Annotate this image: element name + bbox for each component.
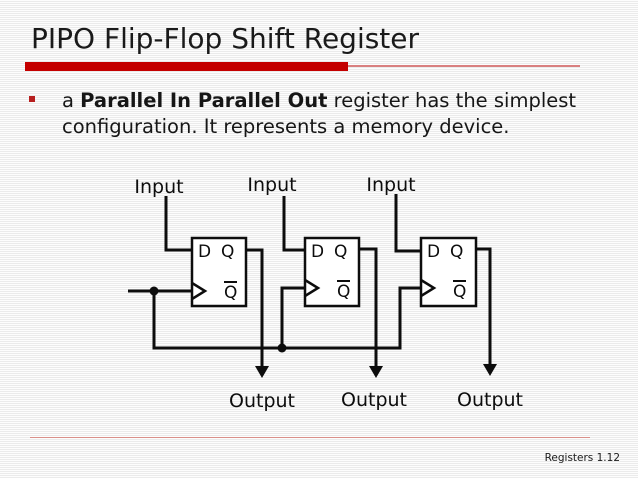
arrowhead-output-2 bbox=[369, 366, 383, 378]
ff1-q-label: Q bbox=[221, 242, 235, 262]
output-label-3: Output bbox=[457, 389, 523, 411]
arrowhead-output-3 bbox=[483, 364, 497, 376]
clock-triangle-2 bbox=[304, 278, 321, 298]
title-accent-bar bbox=[25, 62, 348, 71]
ff1-qbar-label: Q bbox=[224, 281, 238, 303]
wire-output-1 bbox=[246, 248, 264, 369]
clock-triangle-3 bbox=[420, 278, 437, 298]
ff2-d-label: D bbox=[311, 242, 325, 262]
bullet-line-2: configuration. It represents a memory de… bbox=[62, 115, 510, 138]
bullet-marker bbox=[29, 96, 35, 102]
input-label-3: Input bbox=[366, 174, 416, 196]
title-thin-rule bbox=[348, 65, 580, 67]
wire-output-3 bbox=[476, 247, 492, 367]
footer-rule bbox=[30, 437, 590, 438]
output-label-1: Output bbox=[229, 390, 295, 412]
bullet-bold-phrase: Parallel In Parallel Out bbox=[80, 89, 328, 112]
ff2-q-label: Q bbox=[334, 242, 348, 262]
arrowhead-output-1 bbox=[255, 366, 269, 378]
input-label-1: Input bbox=[134, 176, 184, 198]
wire-input-1 bbox=[164, 196, 192, 252]
ff2-qbar-label: Q bbox=[337, 280, 351, 302]
bullet-paragraph: a Parallel In Parallel Out register has … bbox=[62, 88, 612, 140]
ff3-qbar-label: Q bbox=[453, 280, 467, 302]
input-label-2: Input bbox=[247, 174, 297, 196]
wire-output-2 bbox=[359, 247, 378, 369]
ff1-d-label: D bbox=[198, 242, 212, 262]
clock-triangle-1 bbox=[191, 281, 208, 301]
bullet-line-1: a Parallel In Parallel Out register has … bbox=[62, 89, 577, 112]
ff3-d-label: D bbox=[427, 242, 441, 262]
wire-clock-riser-2 bbox=[280, 286, 305, 348]
junction-dot-1 bbox=[149, 286, 159, 296]
page-title: PIPO Flip-Flop Shift Register bbox=[31, 22, 420, 55]
footer-page-label: Registers 1.12 bbox=[544, 452, 620, 464]
wire-input-2 bbox=[282, 196, 305, 252]
output-label-2: Output bbox=[341, 389, 407, 411]
ff3-q-label: Q bbox=[450, 242, 464, 262]
junction-dot-2 bbox=[277, 343, 287, 353]
wire-clock-bus bbox=[152, 286, 421, 350]
wire-input-3 bbox=[394, 194, 421, 253]
